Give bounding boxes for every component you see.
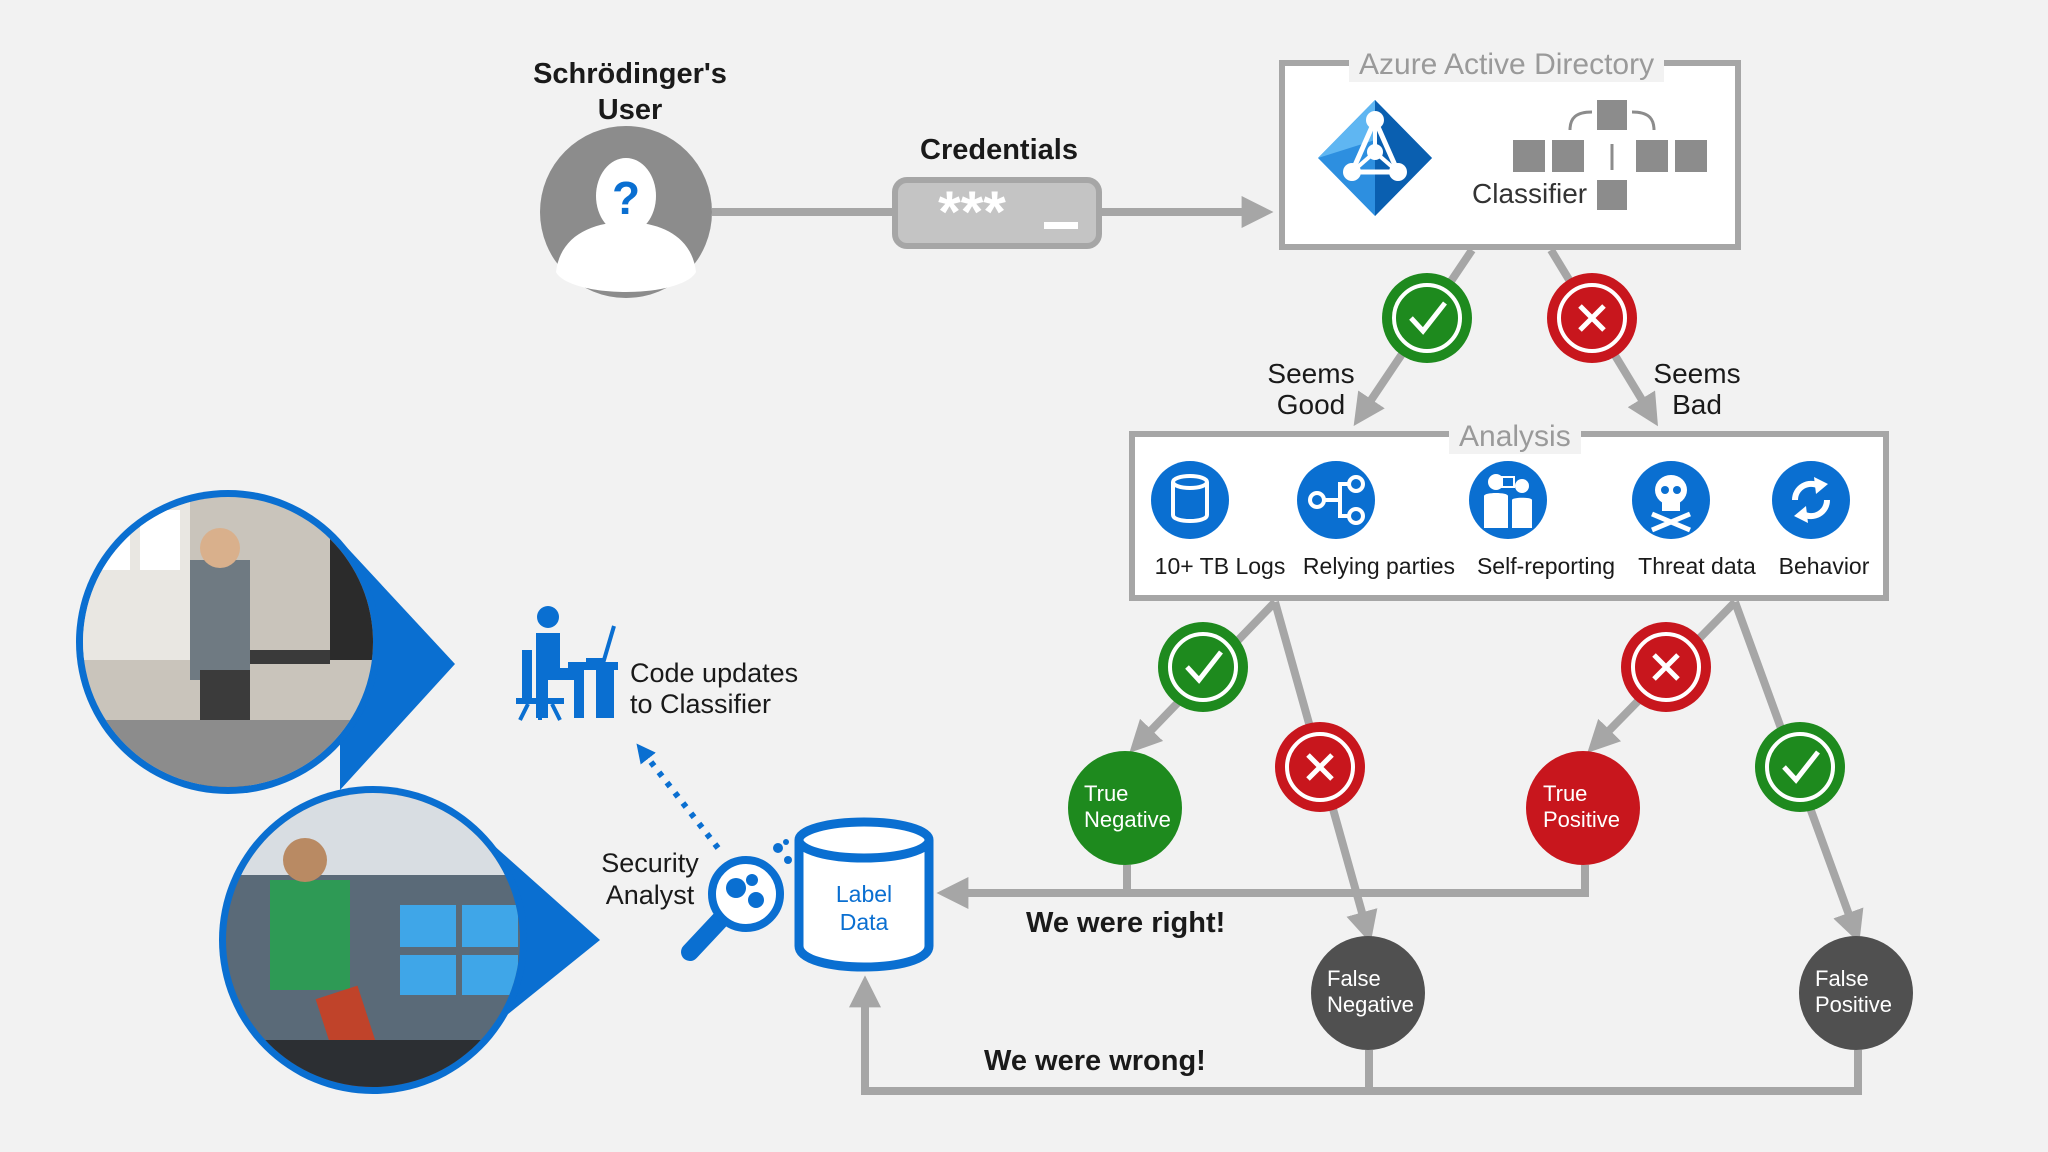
seems-bad-line1: Seems [1653,358,1741,389]
azure-ad-diamond-logo [1318,100,1432,216]
user-avatar: ? [540,126,712,298]
false-positive-label: False Positive [1815,966,1892,1018]
analysis-title: Analysis [1449,420,1581,454]
classifier-icon [1513,100,1707,210]
true-positive-label: True Positive [1543,781,1620,833]
seems-good-line2: Good [1276,389,1346,420]
analyst-to-code-updates-arrow [636,743,721,850]
credentials-masked-text: *** [938,180,1006,245]
true-negative-line2: Negative [1084,807,1171,832]
true-positive-line2: Positive [1543,807,1621,832]
classifier-label: Classifier [1472,178,1588,209]
false-positive-node [1799,936,1913,1050]
analysis-item-logs: 10+ TB Logs [1154,553,1286,579]
credentials-label: Credentials [920,134,1078,166]
sync-cycle-icon [1772,461,1850,539]
seems-good-label: Seems Good [1246,358,1376,420]
label-data-database [794,817,934,972]
false-negative-label: False Negative [1327,966,1414,1018]
analysis-item-threat-data: Threat data [1638,553,1756,579]
wrong-feedback-arrow [849,975,1369,1095]
people-reporting-icon [1469,461,1547,539]
false-positive-line1: False [1815,966,1869,991]
developer-desk-icon [516,606,618,721]
true-positive-node [1526,751,1640,865]
we-were-right-label: We were right! [1026,907,1226,939]
check-icon [1158,622,1248,712]
cross-icon [1621,622,1711,712]
skull-crossbones-icon [1632,461,1710,539]
false-negative-line1: False [1327,966,1381,991]
user-title-line1: Schrödinger's [533,58,727,90]
user-title-line2: User [597,94,663,126]
cross-icon [1547,273,1637,363]
label-data-line2: Data [839,909,889,935]
seems-bad-label: Seems Bad [1632,358,1762,420]
code-updates-label: Code updates to Classifier [630,658,798,720]
security-analyst-line2: Analyst [605,880,695,910]
network-nodes-icon [1297,461,1375,539]
aad-title: Azure Active Directory [1349,48,1665,82]
false-negative-node [1311,936,1425,1050]
check-icon [1755,722,1845,812]
we-were-wrong-label: We were wrong! [984,1045,1206,1077]
credentials-field: *** [892,177,1102,249]
svg-text:?: ? [612,172,640,224]
user-title: Schrödinger's User [520,56,740,128]
security-analyst-label: Security Analyst [590,847,710,911]
false-positive-line2: Positive [1815,992,1893,1017]
true-negative-label: True Negative [1084,781,1171,833]
cross-icon [1275,722,1365,812]
analyst-photo-2 [219,786,600,1094]
true-negative-line1: True [1084,781,1129,806]
database-icon [1151,461,1229,539]
check-icon [1382,273,1472,363]
label-data-label: Label Data [814,880,914,936]
security-analyst-line1: Security [601,848,699,878]
person-question-icon: ? [556,158,696,292]
true-negative-node [1068,751,1182,865]
wrong-feedback-path [1365,1050,1862,1095]
false-negative-line2: Negative [1327,992,1414,1017]
code-updates-line2: to Classifier [630,689,772,719]
analyst-photo-1 [76,490,455,794]
magnifier-icon [681,839,792,961]
analysis-item-relying-parties: Relying parties [1302,553,1456,579]
label-data-line1: Label [835,881,893,907]
true-positive-line1: True [1543,781,1588,806]
seems-good-line1: Seems [1267,358,1355,389]
analysis-item-self-reporting: Self-reporting [1476,553,1616,579]
analysis-item-behavior: Behavior [1778,553,1870,579]
code-updates-line1: Code updates [630,658,799,688]
seems-bad-line2: Bad [1672,389,1722,420]
right-feedback-path [1123,865,1589,897]
